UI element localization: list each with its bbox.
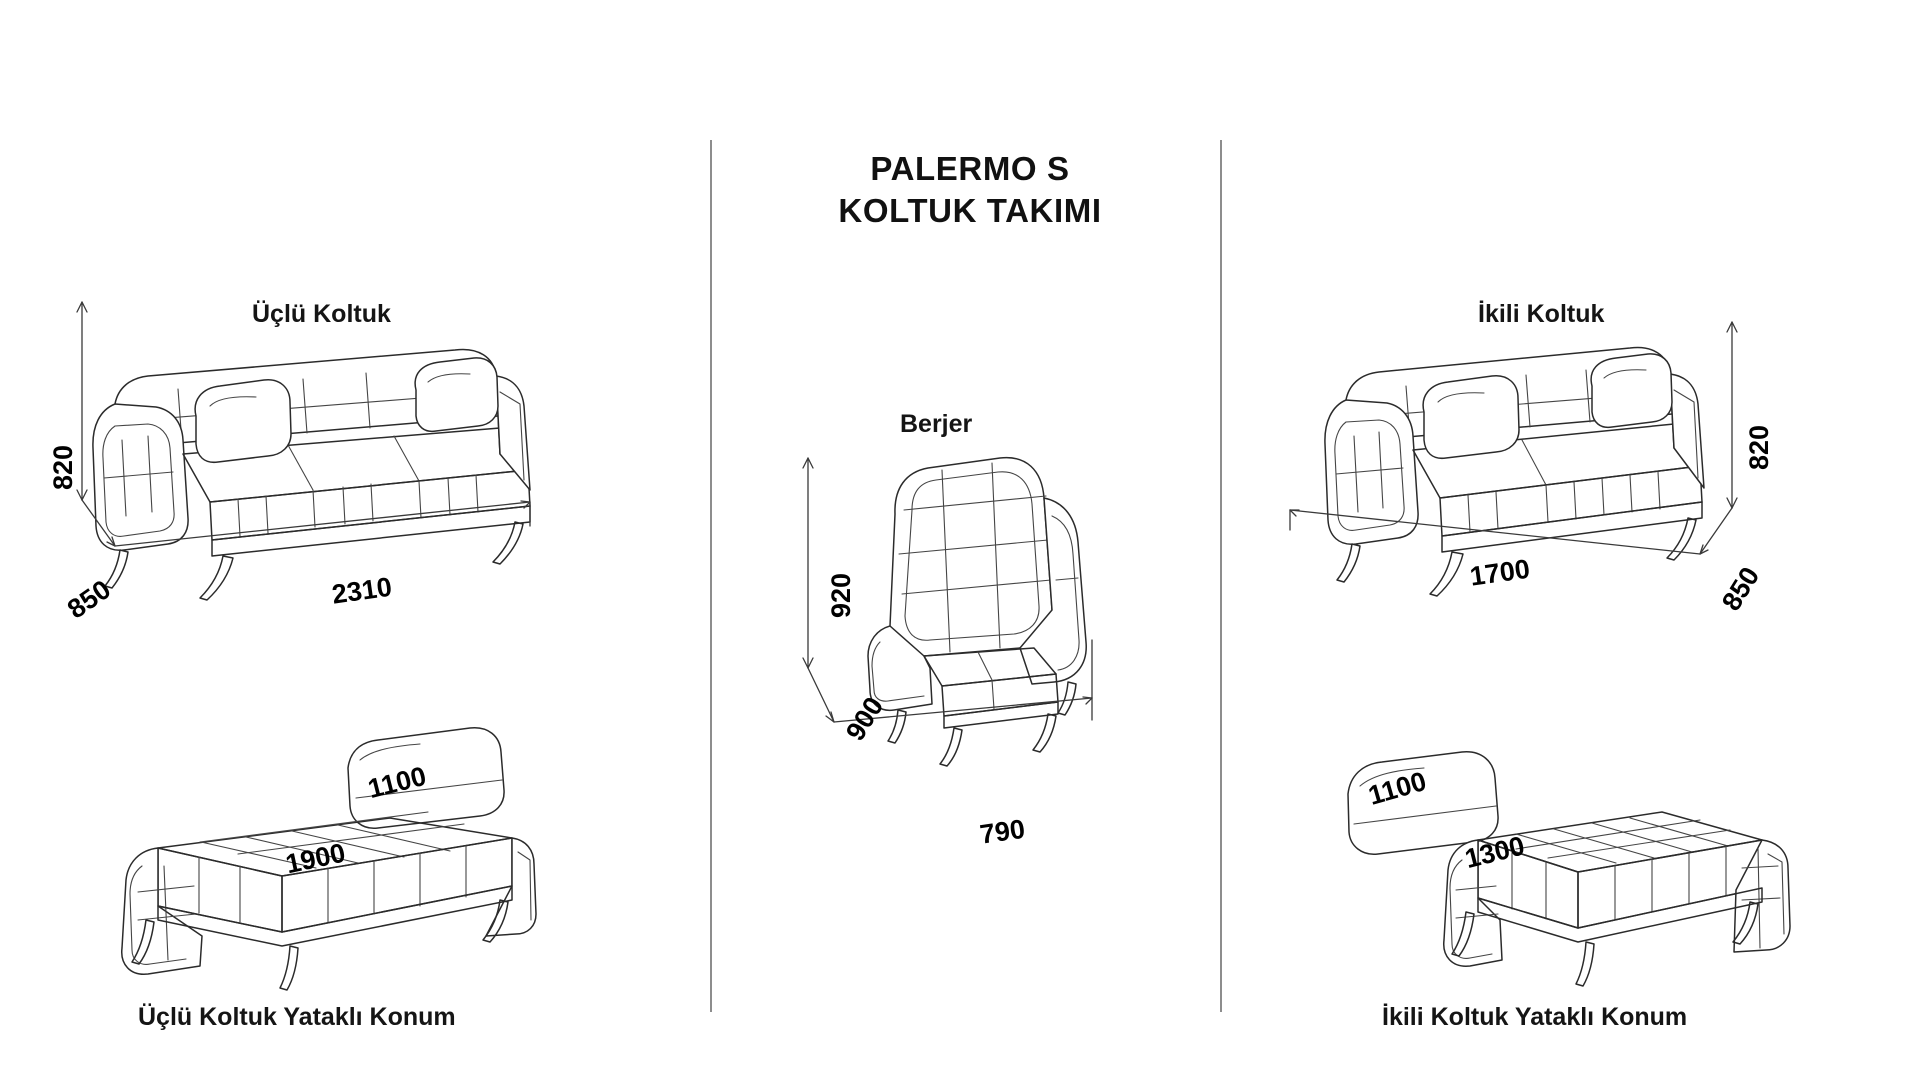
dim-two-seater-height: 820	[1744, 424, 1774, 470]
dim-three-seater-height: 820	[48, 444, 78, 490]
label-two-seater-bed: İkili Koltuk Yataklı Konum	[1382, 1003, 1688, 1031]
title-line-1: PALERMO S	[870, 150, 1070, 187]
drawing-three-seater-bed	[60, 720, 580, 1010]
dimensions-two-seater	[1289, 321, 1740, 620]
dimensions-three-seater	[60, 301, 580, 620]
dim-armchair-width: 790	[978, 813, 1027, 850]
title-block: PALERMO S KOLTUK TAKIMI	[760, 148, 1180, 232]
title-line-2: KOLTUK TAKIMI	[838, 192, 1102, 230]
label-two-seater: İkili Koltuk	[1478, 300, 1605, 328]
label-three-seater-bed: Üçlü Koltuk Yataklı Konum	[138, 1003, 456, 1031]
dimensions-armchair	[802, 450, 1120, 740]
divider-right	[1220, 140, 1222, 1012]
label-armchair: Berjer	[900, 410, 973, 438]
label-three-seater: Üçlü Koltuk	[252, 300, 391, 328]
drawing-two-seater	[1300, 330, 1740, 620]
dim-armchair-height: 920	[826, 572, 856, 618]
drawing-three-seater	[60, 330, 580, 620]
divider-left	[710, 140, 712, 1012]
drawing-armchair	[820, 450, 1120, 767]
drawing-two-seater-bed	[1330, 720, 1800, 1010]
